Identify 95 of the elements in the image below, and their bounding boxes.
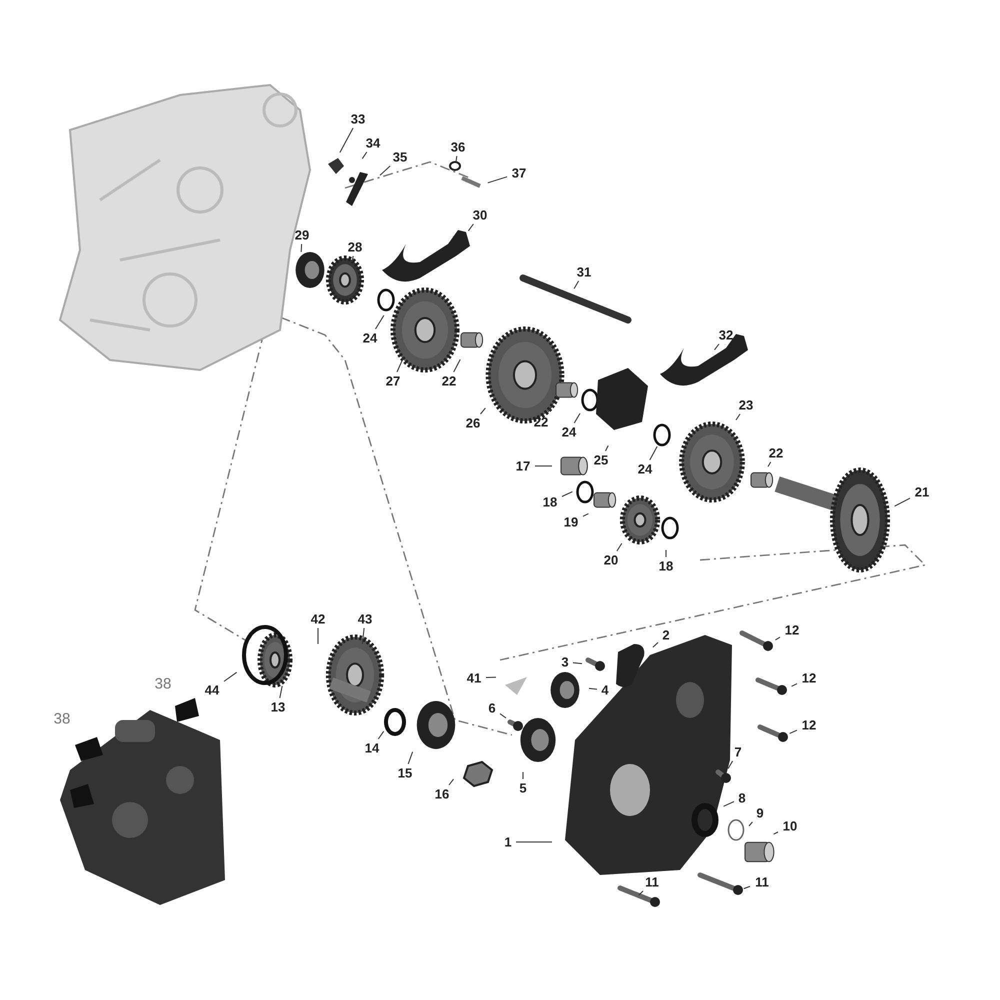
leader-line [480,408,486,414]
leader-line [224,672,238,682]
leader-line [300,244,302,252]
callout-number: 24 [560,424,578,440]
leader-line [768,462,772,468]
callout-number: 11 [754,874,770,890]
callout-number: 19 [562,514,580,530]
callout-number: 24 [636,462,654,476]
leader-line [588,688,598,690]
callout-number: 11 [644,874,660,890]
leader-line [574,280,580,290]
callout-number: 22 [768,446,784,460]
callout-number: 26 [464,416,482,430]
callout-number: 30 [472,208,488,222]
leader-line [743,886,750,890]
callout-number: 12 [800,718,818,732]
callout-number: 6 [487,700,497,716]
leader-line [572,662,582,664]
callout-number: 7 [733,744,743,760]
callout-number: 38 [154,676,172,692]
leader-line [638,890,644,896]
leader-line [362,152,368,160]
leader-line [380,166,391,176]
leader-line [448,778,454,786]
callout-number: 9 [755,806,765,820]
callout-number: 10 [782,818,798,834]
callout-number: 18 [542,494,558,510]
leader-line [773,832,778,835]
leader-line [728,760,734,770]
leader-line [500,713,506,718]
leader-line [736,414,740,420]
callout-number: 31 [576,264,592,280]
leader-line [562,491,573,497]
callout-number: 1 [503,834,513,850]
callout-number: 14 [364,740,380,756]
leader-line [748,822,753,826]
leader-line [279,685,283,698]
callout-number: 20 [602,552,620,568]
callout-number: 2 [661,628,671,642]
callout-number: 43 [356,612,374,626]
callout-number: 23 [738,398,754,412]
callout-number: 28 [346,240,364,254]
callout-number: 38 [54,710,70,728]
leader-line [774,636,780,640]
leader-line [522,772,524,780]
leader-line [487,176,508,184]
leader-line [453,359,461,372]
leader-line [378,730,384,740]
callout-number: 16 [434,786,450,802]
leader-line [546,404,554,414]
leader-line [468,224,474,232]
leader-line [714,344,720,350]
callout-number: 3 [560,654,570,670]
leader-line [894,498,910,507]
callout-number: 8 [737,790,747,806]
callout-number: 5 [518,780,528,796]
callout-number: 13 [270,700,286,714]
callout-number: 17 [514,458,532,474]
callout-number: 18 [658,558,674,574]
leader-line [652,642,658,648]
callout-number: 12 [784,622,800,638]
callout-number: 4 [600,682,610,698]
leader-line [486,676,496,678]
callout-number: 12 [800,670,818,686]
leader-line [723,801,734,807]
leader-line [605,445,609,452]
callout-number: 42 [310,612,326,626]
leader-line [408,751,414,764]
callout-number: 24 [362,330,378,346]
leader-line [456,156,458,162]
leader-line [582,513,589,517]
leader-line [616,542,622,552]
callout-number: 33 [350,112,366,126]
callout-number: 32 [718,328,734,342]
callout-number: 37 [510,166,528,180]
callout-number: 34 [364,136,382,150]
leader-line [574,412,580,424]
callout-number: 21 [914,484,930,500]
callout-number: 44 [204,682,220,698]
callout-number: 36 [450,140,466,154]
leader-line [375,314,384,330]
leader-line [396,357,404,372]
callout-number: 29 [294,228,310,242]
callout-number: 41 [466,670,482,686]
leader-line [352,256,354,262]
callout-number: 27 [384,374,402,388]
callout-number: 35 [392,150,408,164]
leader-line [339,128,354,153]
callout-number: 25 [592,452,610,468]
callout-number: 15 [396,766,414,780]
leader-line [649,446,658,460]
leader-line [789,730,798,734]
callout-number: 22 [440,374,458,388]
leader-line [791,683,798,687]
leader-line [362,628,365,644]
